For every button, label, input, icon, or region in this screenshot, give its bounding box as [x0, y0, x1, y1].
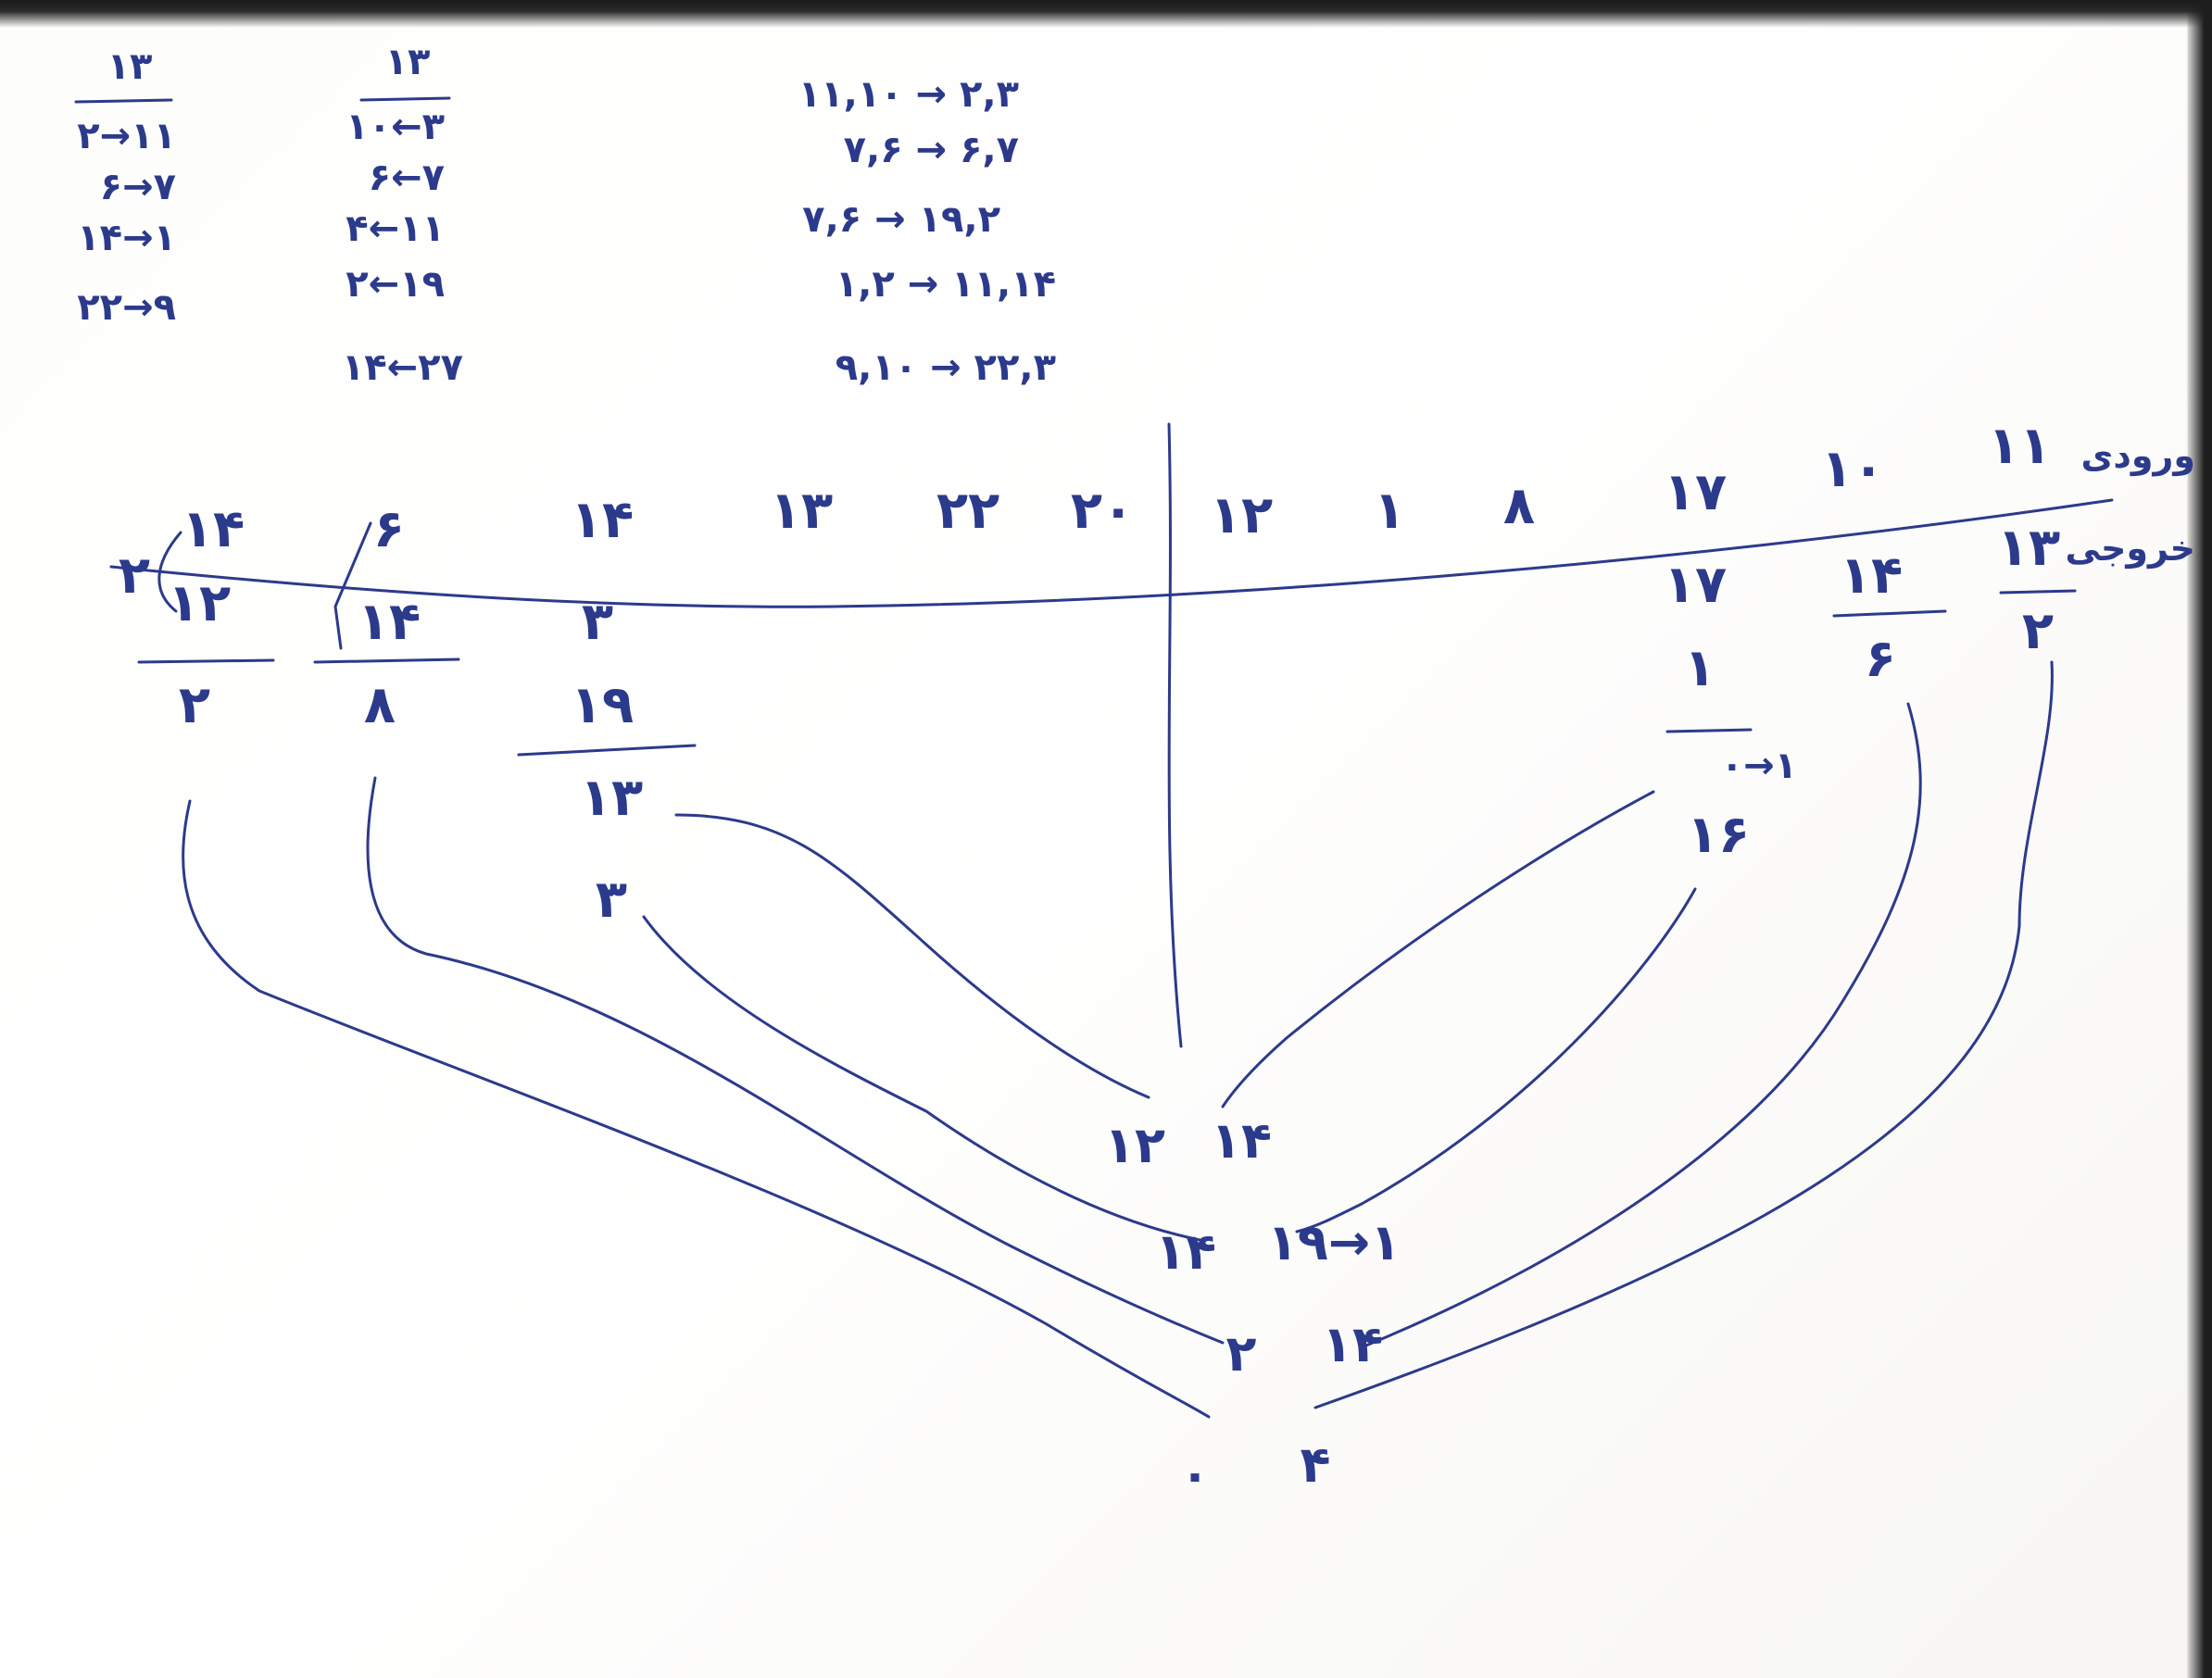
- fraction-bar: [1832, 609, 1947, 618]
- fraction-bar: [137, 658, 275, 664]
- merge-rows: ۱۲ ۱۴ ۱۴ ۱۹→۱ ۲ ۱۴ ۰ ۴: [1104, 1111, 1401, 1503]
- note-line: ۴←۱۱: [346, 207, 445, 250]
- fraction-bar: [1665, 728, 1753, 733]
- note-line: ۶→۷: [100, 166, 176, 208]
- fraction-bar: [517, 744, 697, 757]
- output-top: ۱۷: [1664, 555, 1727, 615]
- connector: [642, 915, 1206, 1243]
- input-cell: ۲۲: [936, 481, 999, 541]
- note-line: ۱۰←۳: [346, 106, 445, 148]
- output-bottom: ۳: [596, 870, 627, 930]
- output-mid: ۱: [1684, 638, 1716, 698]
- output-bottom: ۶: [1865, 629, 1896, 689]
- connector: [674, 813, 1150, 1099]
- output-mid: ۱۹: [571, 675, 634, 735]
- connector: [182, 799, 1211, 1419]
- merge-right: ۱۴: [1322, 1315, 1383, 1373]
- output-bottom: ۲: [2022, 601, 2054, 661]
- merge-right: ۱۹→۱: [1267, 1213, 1401, 1271]
- note-rule: [74, 98, 173, 104]
- pair-line: ۷,۶ → ۶,۷: [844, 129, 1019, 171]
- bracket-stroke: [157, 531, 182, 613]
- input-cell: ۱۲: [1210, 485, 1273, 545]
- pair-line: ۹,۱۰ → ۲۲,۳: [836, 346, 1056, 389]
- connector: [1360, 702, 1922, 1349]
- input-cell: ۱۴: [571, 490, 634, 550]
- note-line: ۲←۱۹: [346, 263, 445, 306]
- notes-pairs: ۱۱,۱۰ → ۲,۳ ۷,۶ → ۶,۷ ۷,۶ → ۱۹,۲ ۱,۲ → ۱…: [798, 73, 1056, 389]
- note-line: ۲→۱۱: [77, 115, 176, 157]
- input-cell: ۱۳: [770, 481, 833, 541]
- bracket-stroke: [333, 521, 372, 650]
- output-top: ۶: [373, 499, 405, 559]
- input-cell: ۱: [1374, 481, 1405, 541]
- connector: [1313, 660, 2054, 1409]
- note-line: ۱۴→۱: [77, 217, 176, 259]
- note-line: ۲۲→۹: [77, 286, 176, 329]
- note-header: ۱۳: [107, 45, 153, 88]
- output-sub: ۰→۱: [1721, 745, 1797, 787]
- input-cell: ۲۰: [1071, 481, 1134, 541]
- output-top: ۱۴: [182, 499, 245, 559]
- merge-left: ۲: [1226, 1324, 1257, 1383]
- merge-left: ۱۲: [1104, 1116, 1165, 1174]
- note-line: ۶←۷: [369, 157, 445, 199]
- connector: [366, 776, 1225, 1345]
- row-label-output: خروجی: [2066, 528, 2195, 570]
- output-mid: ۱۲: [168, 573, 231, 633]
- output-top: ۳: [582, 592, 613, 652]
- center-divider: [1167, 422, 1183, 1048]
- output-bottom: ۸: [364, 675, 396, 735]
- merge-left: ۰: [1180, 1447, 1210, 1503]
- input-row: ۲۰ ۲۲ ۱۳ ۱۴ ۱۱ ۱۰ ۱۷ ۸ ۱ ۱۲: [571, 416, 2051, 550]
- input-cell: ۸: [1503, 476, 1535, 536]
- note-header: ۱۳: [385, 41, 431, 83]
- pair-line: ۱۱,۱۰ → ۲,۳: [798, 73, 1019, 116]
- output-sub: ۱۳: [580, 768, 643, 828]
- merge-right: ۴: [1301, 1435, 1331, 1494]
- connector-curves: [182, 660, 2054, 1419]
- notes-left-col1: ۱۳ ۲→۱۱ ۶→۷ ۱۴→۱ ۲۲→۹: [74, 45, 176, 329]
- output-bottom: ۱۶: [1687, 805, 1750, 865]
- fraction-bar: [313, 657, 460, 664]
- paper-sheet: [0, 13, 2188, 1678]
- input-cell: ۱۰: [1821, 439, 1884, 499]
- fraction-bar: [1999, 589, 2077, 595]
- output-left: ۳ ۱۹ ۱۳ ۳ ۶ ۱۴ ۸ ۱۴ ۱۲ ۲ ۲: [119, 499, 697, 930]
- merge-right: ۱۴: [1211, 1111, 1272, 1170]
- input-cell: ۱۷: [1664, 462, 1727, 522]
- output-side: ۲: [119, 545, 150, 606]
- notes-left-col2: ۱۳ ۱۰←۳ ۶←۷ ۴←۱۱ ۲←۱۹ ۱۴←۲۷: [342, 41, 463, 389]
- top-shadow: [0, 0, 2212, 28]
- row-label-input: ورودی: [2081, 435, 2195, 477]
- connector: [1295, 887, 1697, 1233]
- pair-line: ۷,۶ → ۱۹,۲: [802, 198, 1000, 241]
- output-top: ۱۴: [1840, 545, 1903, 606]
- output-bottom: ۲: [179, 675, 210, 735]
- pair-line: ۱,۲ → ۱۱,۱۴: [836, 263, 1056, 306]
- input-cell: ۱۱: [1988, 416, 2051, 476]
- connector: [1221, 790, 1655, 1108]
- right-shadow: [2186, 0, 2212, 1678]
- output-top: ۱۳: [1997, 518, 2060, 578]
- output-mid: ۱۴: [358, 592, 421, 652]
- note-rule: [359, 96, 451, 102]
- note-line: ۱۴←۲۷: [342, 346, 463, 389]
- output-right: ۱۳ ۲ ۱۴ ۶ ۱۷ ۱ ۰→۱ ۱۶: [1664, 518, 2077, 865]
